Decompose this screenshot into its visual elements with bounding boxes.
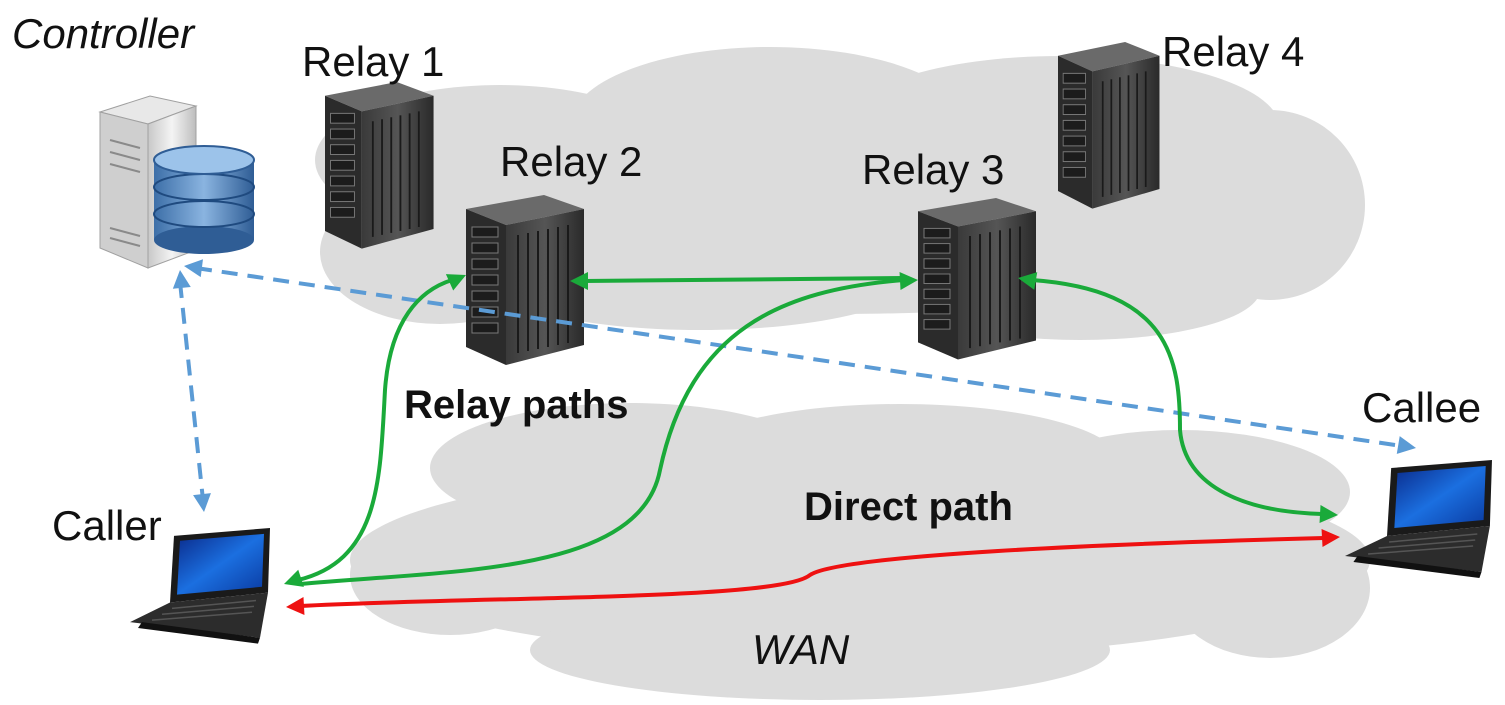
relay-arrowhead (284, 569, 304, 587)
relay-paths-label: Relay paths (404, 383, 629, 427)
relay-arrowhead (1018, 272, 1038, 290)
control-arrowhead (1396, 436, 1416, 454)
direct-path-label: Direct path (804, 485, 1013, 529)
controller-caller-link (178, 281, 205, 501)
relay2-relay3-path (583, 276, 905, 283)
direct-arrowhead (1321, 529, 1340, 547)
relay-arrowhead (570, 272, 588, 290)
caller-callee-direct-path (299, 536, 1325, 608)
database-server-icon (98, 95, 255, 269)
wan-cloud (350, 403, 1370, 700)
direct-path (286, 529, 1340, 615)
server-rack-icon (917, 197, 1037, 361)
relay-arrowhead (445, 274, 466, 291)
direct-arrowhead (286, 597, 305, 615)
control-arrowhead (172, 270, 191, 289)
caller-relay2-path (297, 278, 453, 582)
server-rack-icon (465, 194, 585, 366)
caller-label: Caller (52, 502, 162, 549)
caller-relay3-path (299, 278, 905, 586)
controller-callee-link (195, 266, 1403, 448)
relay-1-label: Relay 1 (302, 38, 444, 85)
callee-label: Callee (1362, 384, 1481, 431)
laptop-icon (1344, 459, 1493, 579)
relay-3-label: Relay 3 (862, 146, 1004, 193)
control-arrowhead (193, 493, 211, 512)
server-rack-icon (324, 81, 435, 250)
relay-2-label: Relay 2 (500, 138, 642, 185)
control-arrowhead (184, 259, 203, 278)
relay-4-label: Relay 4 (1162, 28, 1304, 75)
wan-label: WAN (752, 626, 850, 673)
control-links (172, 259, 1416, 512)
controller-label: Controller (12, 10, 196, 57)
relay3-callee-path (1031, 278, 1323, 516)
relay-arrowhead (1319, 505, 1338, 523)
server-rack-icon (1057, 41, 1161, 210)
relay-paths (284, 272, 1338, 587)
relay-arrowhead (899, 272, 918, 290)
